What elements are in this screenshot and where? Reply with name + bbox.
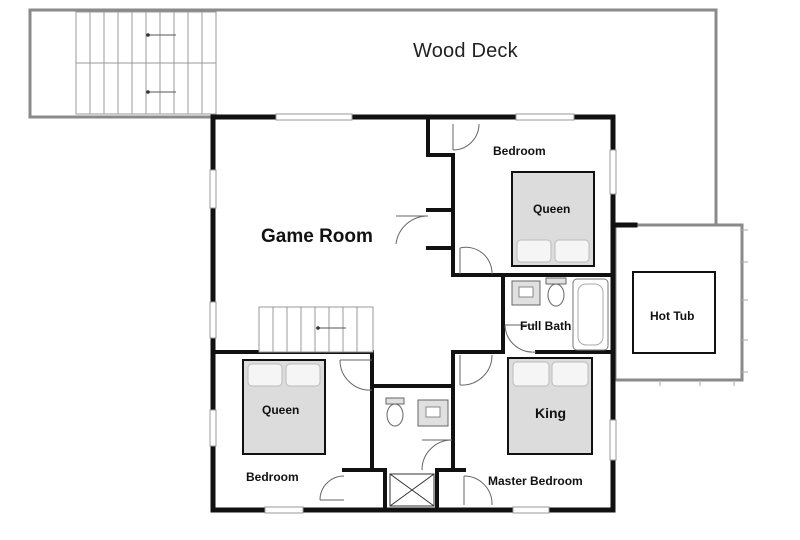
master-bedroom-label: Master Bedroom	[488, 474, 583, 488]
deck-stairs	[75, 11, 217, 115]
hot-tub-label: Hot Tub	[650, 309, 695, 323]
queen-bed-top-label: Queen	[533, 202, 571, 216]
bedroom-left-label: Bedroom	[246, 470, 299, 484]
bed-queen-left	[242, 359, 326, 455]
full-bath-label: Full Bath	[520, 319, 572, 333]
exterior-walls	[210, 114, 638, 513]
wood-deck	[28, 8, 718, 225]
king-bed-label: King	[535, 405, 567, 421]
windows	[209, 113, 617, 514]
closet	[389, 473, 435, 507]
bed-queen-top	[511, 171, 595, 267]
interior-stairs	[258, 306, 374, 353]
bed-king	[507, 357, 593, 455]
door-swings	[319, 123, 537, 506]
wood-deck-label: Wood Deck	[413, 40, 518, 62]
queen-bed-left-label: Queen	[262, 403, 300, 417]
full-bath-fixtures	[511, 277, 609, 351]
game-room-label: Game Room	[261, 226, 373, 247]
half-bath-fixtures	[385, 397, 449, 427]
bedroom-top-label: Bedroom	[493, 144, 546, 158]
hot-tub-deck	[613, 223, 748, 386]
